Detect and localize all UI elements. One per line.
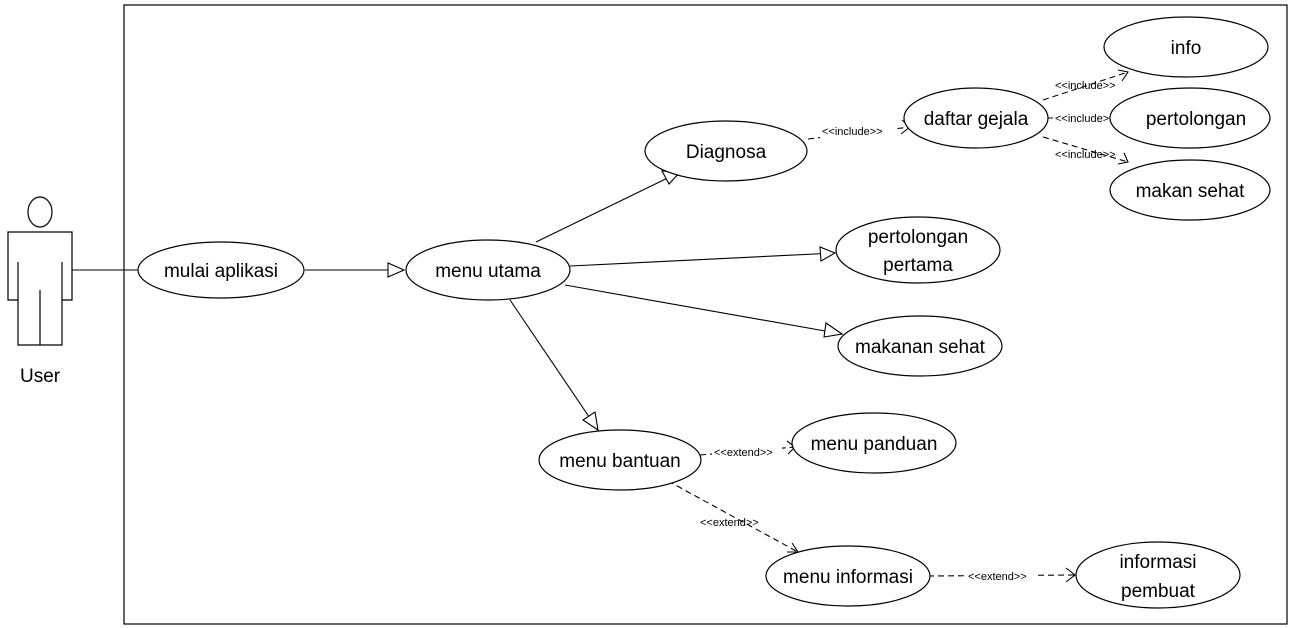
use-case-label: makanan sehat xyxy=(855,337,986,358)
use-case-label: makan sehat xyxy=(1136,181,1246,202)
extend-line xyxy=(667,480,799,553)
use-case-label: mulai aplikasi xyxy=(164,261,278,282)
use-case-makanan-sehat xyxy=(837,315,1003,377)
include-label: <<include>> xyxy=(1055,80,1116,92)
open-arrowhead xyxy=(1065,567,1076,583)
extend-label: <<extend>> xyxy=(714,447,773,459)
actor-user xyxy=(7,196,73,346)
use-case-informasi-pembuat xyxy=(1075,541,1241,609)
use-case-label: menu bantuan xyxy=(559,451,681,472)
use-case-menu-informasi xyxy=(765,545,931,607)
arrowhead xyxy=(819,246,837,262)
use-case-label: Diagnosa xyxy=(686,142,767,163)
use-case-label: pertolongan xyxy=(868,227,968,248)
open-arrowhead xyxy=(1117,152,1129,165)
open-arrowhead xyxy=(787,542,800,553)
use-case-info xyxy=(1103,16,1269,78)
system-boundary xyxy=(123,4,1288,625)
use-case-menu-panduan xyxy=(791,412,957,474)
include-label: <<include>> xyxy=(1055,149,1116,161)
use-case-label: daftar gejala xyxy=(924,109,1029,130)
include-label: <<include>> xyxy=(1055,113,1116,125)
use-case-makan-sehat xyxy=(1109,159,1271,221)
use-case-label: pertama xyxy=(883,255,953,276)
use-case-label: menu utama xyxy=(435,261,541,282)
use-case-daftar-gejala xyxy=(903,87,1049,149)
use-case-label: menu panduan xyxy=(811,434,938,455)
generalization-line xyxy=(564,284,843,335)
use-case-label: informasi xyxy=(1119,552,1196,573)
use-case-menu-bantuan xyxy=(538,429,702,491)
use-case-label: pembuat xyxy=(1121,581,1196,602)
open-arrowhead xyxy=(1117,69,1129,82)
extend-label: <<extend>> xyxy=(968,571,1027,583)
use-case-label: info xyxy=(1171,38,1202,59)
use-case-diagnosa xyxy=(644,120,808,182)
generalization-line xyxy=(569,252,836,267)
generalization-line xyxy=(509,299,599,431)
use-case-pertolongan xyxy=(1109,87,1271,149)
include-line xyxy=(1042,71,1129,101)
include-line xyxy=(1042,136,1129,163)
use-case-label: pertolongan xyxy=(1146,109,1246,130)
include-label: <<include>> xyxy=(822,126,883,138)
use-case-menu-utama xyxy=(405,239,571,301)
use-case-mulai-aplikasi xyxy=(137,241,305,299)
generalization-line xyxy=(535,171,681,243)
arrowhead xyxy=(387,262,406,278)
use-case-label: menu informasi xyxy=(783,567,913,588)
extend-label: <<extend>> xyxy=(700,517,759,529)
use-case-pertolongan-pertama xyxy=(835,216,1001,284)
arrowhead xyxy=(582,411,599,432)
arrowhead xyxy=(823,322,844,338)
actor-label: User xyxy=(20,366,61,387)
